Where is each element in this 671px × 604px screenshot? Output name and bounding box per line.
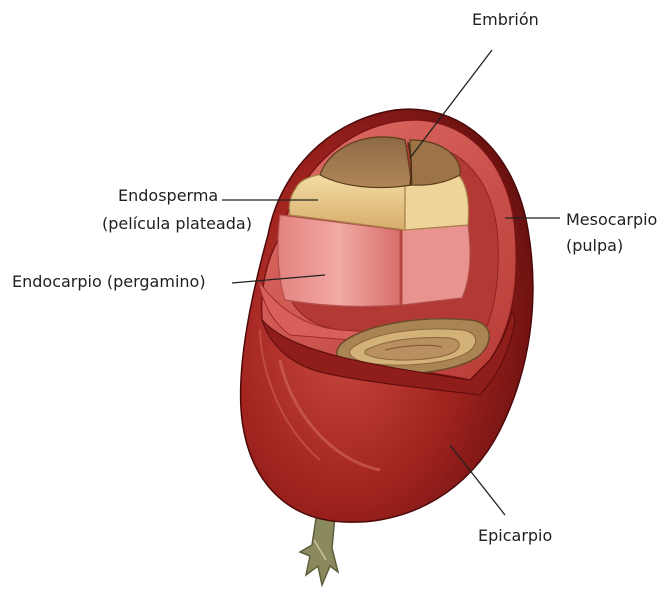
label-embrion: Embrión	[472, 10, 539, 30]
label-endosperma: Endosperma	[118, 186, 218, 206]
label-endosperma-sub: (película plateada)	[102, 214, 252, 234]
label-mesocarpio: Mesocarpio	[566, 210, 657, 230]
endocarpio-right	[402, 225, 470, 305]
label-endocarpio: Endocarpio (pergamino)	[12, 272, 206, 292]
label-mesocarpio-sub: (pulpa)	[566, 236, 623, 256]
label-epicarpio: Epicarpio	[478, 526, 552, 546]
endocarpio-left	[278, 215, 400, 306]
